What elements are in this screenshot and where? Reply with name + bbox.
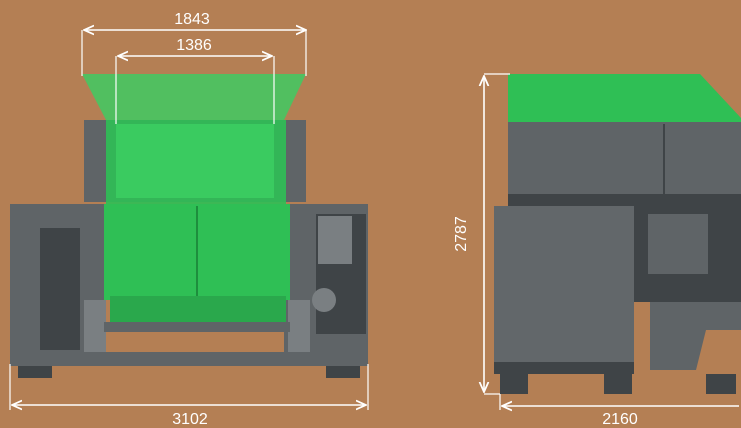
front-upper-inner-panel — [116, 124, 274, 198]
side-motor — [648, 214, 708, 274]
front-gear-motor — [318, 216, 352, 264]
front-leg-right — [288, 300, 310, 364]
side-foot-right — [706, 374, 736, 394]
side-lower-box — [494, 206, 634, 362]
front-drive-wheel — [312, 288, 336, 312]
hopper-outer-width-label: 1843 — [174, 11, 210, 28]
front-base-frame — [10, 352, 368, 366]
side-upper-housing — [508, 122, 741, 194]
side-hopper — [508, 74, 741, 126]
side-upper-band — [508, 194, 741, 206]
side-depth-label: 2160 — [602, 411, 638, 428]
side-base-frame — [494, 362, 634, 374]
front-left-recess — [40, 228, 80, 350]
side-view-machine — [494, 74, 741, 394]
front-hopper — [82, 74, 306, 120]
front-view-machine — [10, 74, 368, 378]
side-rear-frame — [650, 302, 741, 370]
front-leg-left — [84, 300, 106, 364]
front-crossbar — [104, 322, 290, 332]
side-foot-middle — [604, 374, 632, 394]
hopper-inner-width-label: 1386 — [176, 37, 212, 54]
front-chamber-base — [110, 296, 286, 322]
side-foot-left — [500, 374, 528, 394]
side-height-label: 2787 — [453, 216, 470, 252]
front-foot-right — [326, 366, 360, 378]
front-foot-left — [18, 366, 52, 378]
front-total-width-label: 3102 — [172, 411, 208, 428]
